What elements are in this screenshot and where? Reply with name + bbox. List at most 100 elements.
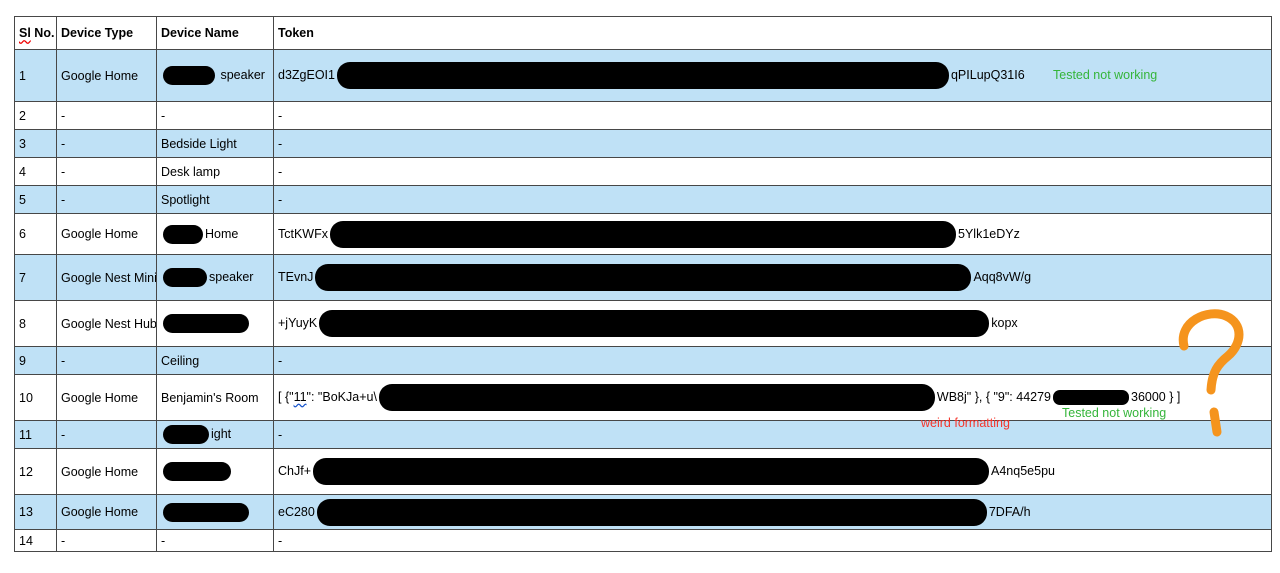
cell-text: TEvnJ	[278, 269, 314, 284]
cell-token: -	[273, 529, 1272, 552]
cell-text: -	[278, 533, 283, 548]
cell-text: -	[161, 533, 166, 548]
cell-device-name: speaker	[156, 254, 274, 301]
table-row: 4-Desk lamp-	[14, 157, 1272, 186]
cell-text: speaker	[217, 67, 265, 82]
table-row: 14---	[14, 529, 1272, 552]
cell-text: -	[161, 108, 166, 123]
header-device-name: Device Name	[156, 16, 274, 50]
cell-text: -	[278, 353, 283, 368]
cell-sl-no: 10	[14, 374, 57, 421]
cell-text: Bedside Light	[161, 136, 237, 151]
header-token: Token	[273, 16, 1272, 50]
cell-text: [ {"	[278, 389, 294, 404]
table-row: 11-ight-	[14, 420, 1272, 449]
cell-sl-no: 2	[14, 101, 57, 130]
cell-sl-no: 4	[14, 157, 57, 186]
table-row: 9-Ceiling-	[14, 346, 1272, 375]
cell-device-name	[156, 494, 274, 530]
cell-device-type: -	[56, 185, 157, 214]
cell-text: ight	[211, 426, 232, 441]
cell-device-name: Ceiling	[156, 346, 274, 375]
header-sl-no: Sl No.	[14, 16, 57, 50]
table-row: 5-Spotlight-	[14, 185, 1272, 214]
cell-device-type: Google Home	[56, 494, 157, 530]
cell-text: eC280	[278, 504, 315, 519]
redaction-bar	[163, 268, 207, 287]
cell-device-type: -	[56, 346, 157, 375]
cell-device-name: Benjamin's Room	[156, 374, 274, 421]
cell-text: 5Ylk1eDYz	[958, 226, 1020, 241]
redaction-bar	[163, 314, 249, 333]
cell-sl-no: 8	[14, 300, 57, 347]
cell-text: Home	[205, 226, 239, 241]
cell-text: -	[278, 136, 283, 151]
cell-sl-no: 9	[14, 346, 57, 375]
redaction-bar	[316, 498, 987, 526]
header-device-type: Device Type	[56, 16, 157, 50]
cell-sl-no: 14	[14, 529, 57, 552]
redaction-bar	[1053, 390, 1129, 405]
cell-sl-no: 13	[14, 494, 57, 530]
cell-sl-no: 5	[14, 185, 57, 214]
table-row: 2---	[14, 101, 1272, 130]
cell-sl-no: 1	[14, 49, 57, 102]
cell-text: Benjamin's Room	[161, 390, 259, 405]
redaction-bar	[319, 310, 990, 337]
cell-device-name: -	[156, 101, 274, 130]
cell-device-type: -	[56, 129, 157, 158]
cell-text: Ceiling	[161, 353, 200, 368]
annotation-weird-formatting: weird formatting	[921, 416, 1010, 430]
cell-token: -	[273, 129, 1272, 158]
cell-device-name: speaker	[156, 49, 274, 102]
cell-device-name: ight	[156, 420, 274, 449]
cell-device-type: Google Home	[56, 374, 157, 421]
cell-text: ChJf+	[278, 463, 312, 478]
cell-sl-no: 6	[14, 213, 57, 255]
cell-text: ": "BoKJa+u\	[306, 389, 377, 404]
cell-sl-no: 11	[14, 420, 57, 449]
question-mark-doodle	[1178, 309, 1244, 437]
cell-text: -	[278, 164, 283, 179]
cell-device-name: Home	[156, 213, 274, 255]
cell-token: -	[273, 185, 1272, 214]
cell-text: 11	[293, 389, 307, 404]
table-row: 3-Bedside Light-	[14, 129, 1272, 158]
redaction-bar	[336, 62, 949, 89]
cell-token: -	[273, 346, 1272, 375]
cell-device-name	[156, 448, 274, 495]
cell-device-type: Google Home	[56, 49, 157, 102]
header-row: Sl No. Device Type Device Name Token	[14, 16, 1272, 50]
cell-device-name	[156, 300, 274, 347]
cell-text: Spotlight	[161, 192, 210, 207]
cell-text: -	[278, 108, 283, 123]
cell-text: Aqq8vW/g	[973, 269, 1032, 284]
cell-token: ChJf+A4nq5e5pu	[273, 448, 1272, 495]
annotation-tested-not-working-row1: Tested not working	[1053, 68, 1158, 82]
annotation-tested-not-working-row10: Tested not working	[1062, 406, 1167, 420]
cell-text: -	[278, 192, 283, 207]
redaction-bar	[378, 384, 935, 411]
cell-device-name: -	[156, 529, 274, 552]
cell-token: -	[273, 101, 1272, 130]
cell-device-name: Desk lamp	[156, 157, 274, 186]
cell-text: TctKWFx	[278, 226, 328, 241]
redaction-bar	[315, 264, 972, 291]
cell-device-type: -	[56, 420, 157, 449]
cell-text: 36000 } ]	[1131, 389, 1181, 404]
cell-device-type: -	[56, 101, 157, 130]
cell-token: -	[273, 157, 1272, 186]
header-sl-misspell-squiggle: Sl	[19, 26, 31, 40]
cell-text: +jYuyK	[278, 315, 318, 330]
